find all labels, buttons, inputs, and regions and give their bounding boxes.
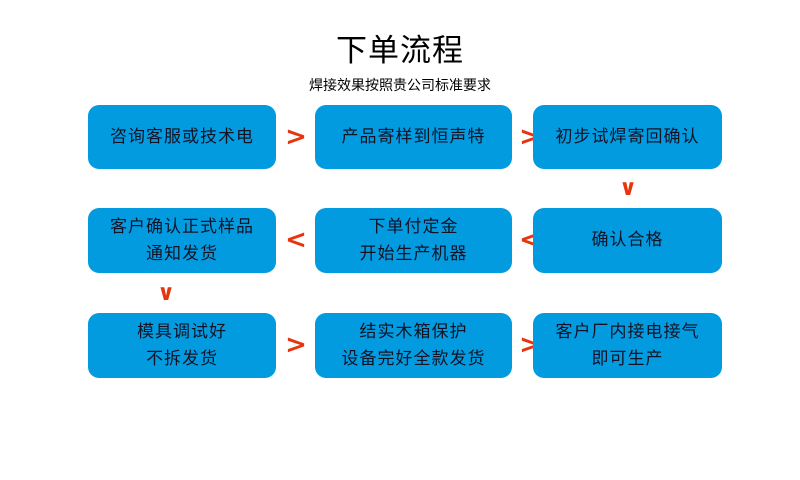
flow-node-line: 开始生产机器 [359,243,468,264]
flow-node-line: 确认合格 [591,230,664,250]
flow-node-crate-protection-full-payment[interactable]: 结实木箱保护 设备完好全款发货 [315,313,512,378]
flow-node-line: 即可生产 [591,348,664,369]
arrow-right-icon: > [285,122,307,152]
flow-node-line: 模具调试好 [137,321,227,342]
page-title: 下单流程 [336,33,464,69]
flow-node-line: 客户厂内接电接气 [555,321,700,342]
flow-node-line: 结实木箱保护 [359,321,468,342]
flow-node-trial-weld-confirm[interactable]: 初步试焊寄回确认 [533,105,722,169]
arrow-left-icon: < [285,225,307,255]
arrow-down-icon: ∨ [619,176,637,201]
flow-node-line: 咨询客服或技术电 [110,126,254,147]
flow-node-line: 初步试焊寄回确认 [555,126,700,147]
flow-node-line: 不拆发货 [146,348,218,369]
flow-node-consult-service[interactable]: 咨询客服或技术电 [88,105,276,169]
flow-node-customer-confirm-sample[interactable]: 客户确认正式样品 通知发货 [88,208,276,273]
page-subtitle: 焊接效果按照贵公司标准要求 [309,78,491,94]
flow-node-deposit-start-production[interactable]: 下单付定金 开始生产机器 [315,208,512,273]
flow-node-confirm-qualified[interactable]: 确认合格 [533,208,722,273]
arrow-right-icon: > [285,330,307,360]
flow-node-mold-tuned-ship[interactable]: 模具调试好 不拆发货 [88,313,276,378]
flow-node-onsite-power-gas-ready[interactable]: 客户厂内接电接气 即可生产 [533,313,722,378]
flow-node-line: 产品寄样到恒声特 [341,126,486,147]
flow-node-line: 客户确认正式样品 [110,216,254,237]
arrow-down-icon: ∨ [157,281,175,306]
flow-node-send-sample[interactable]: 产品寄样到恒声特 [315,105,512,169]
flow-node-line: 下单付定金 [368,216,459,237]
flow-node-line: 通知发货 [146,243,218,264]
flow-node-line: 设备完好全款发货 [341,348,486,369]
